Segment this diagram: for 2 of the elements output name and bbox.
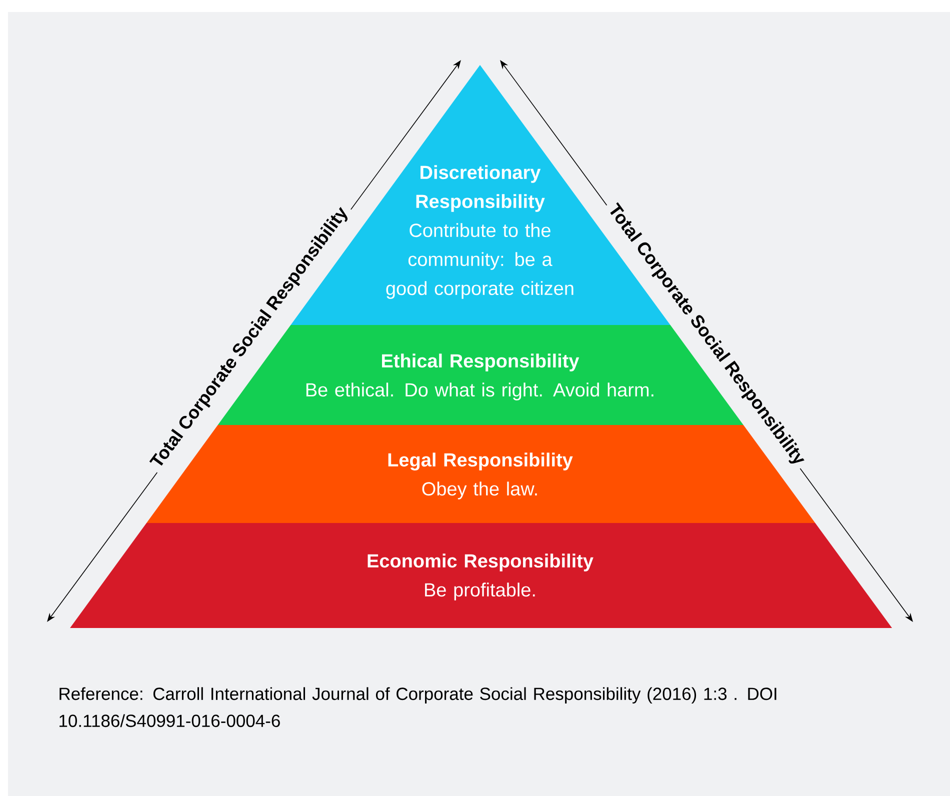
reference-note: Reference: Carroll International Journal of Corporate Social Responsibility (2016) 1:3 . DOI 10.1186/S40991-016-0004-6 bbox=[60, 687, 776, 728]
pyramid-band: Economic Responsibility Be profitable. bbox=[70, 523, 892, 628]
